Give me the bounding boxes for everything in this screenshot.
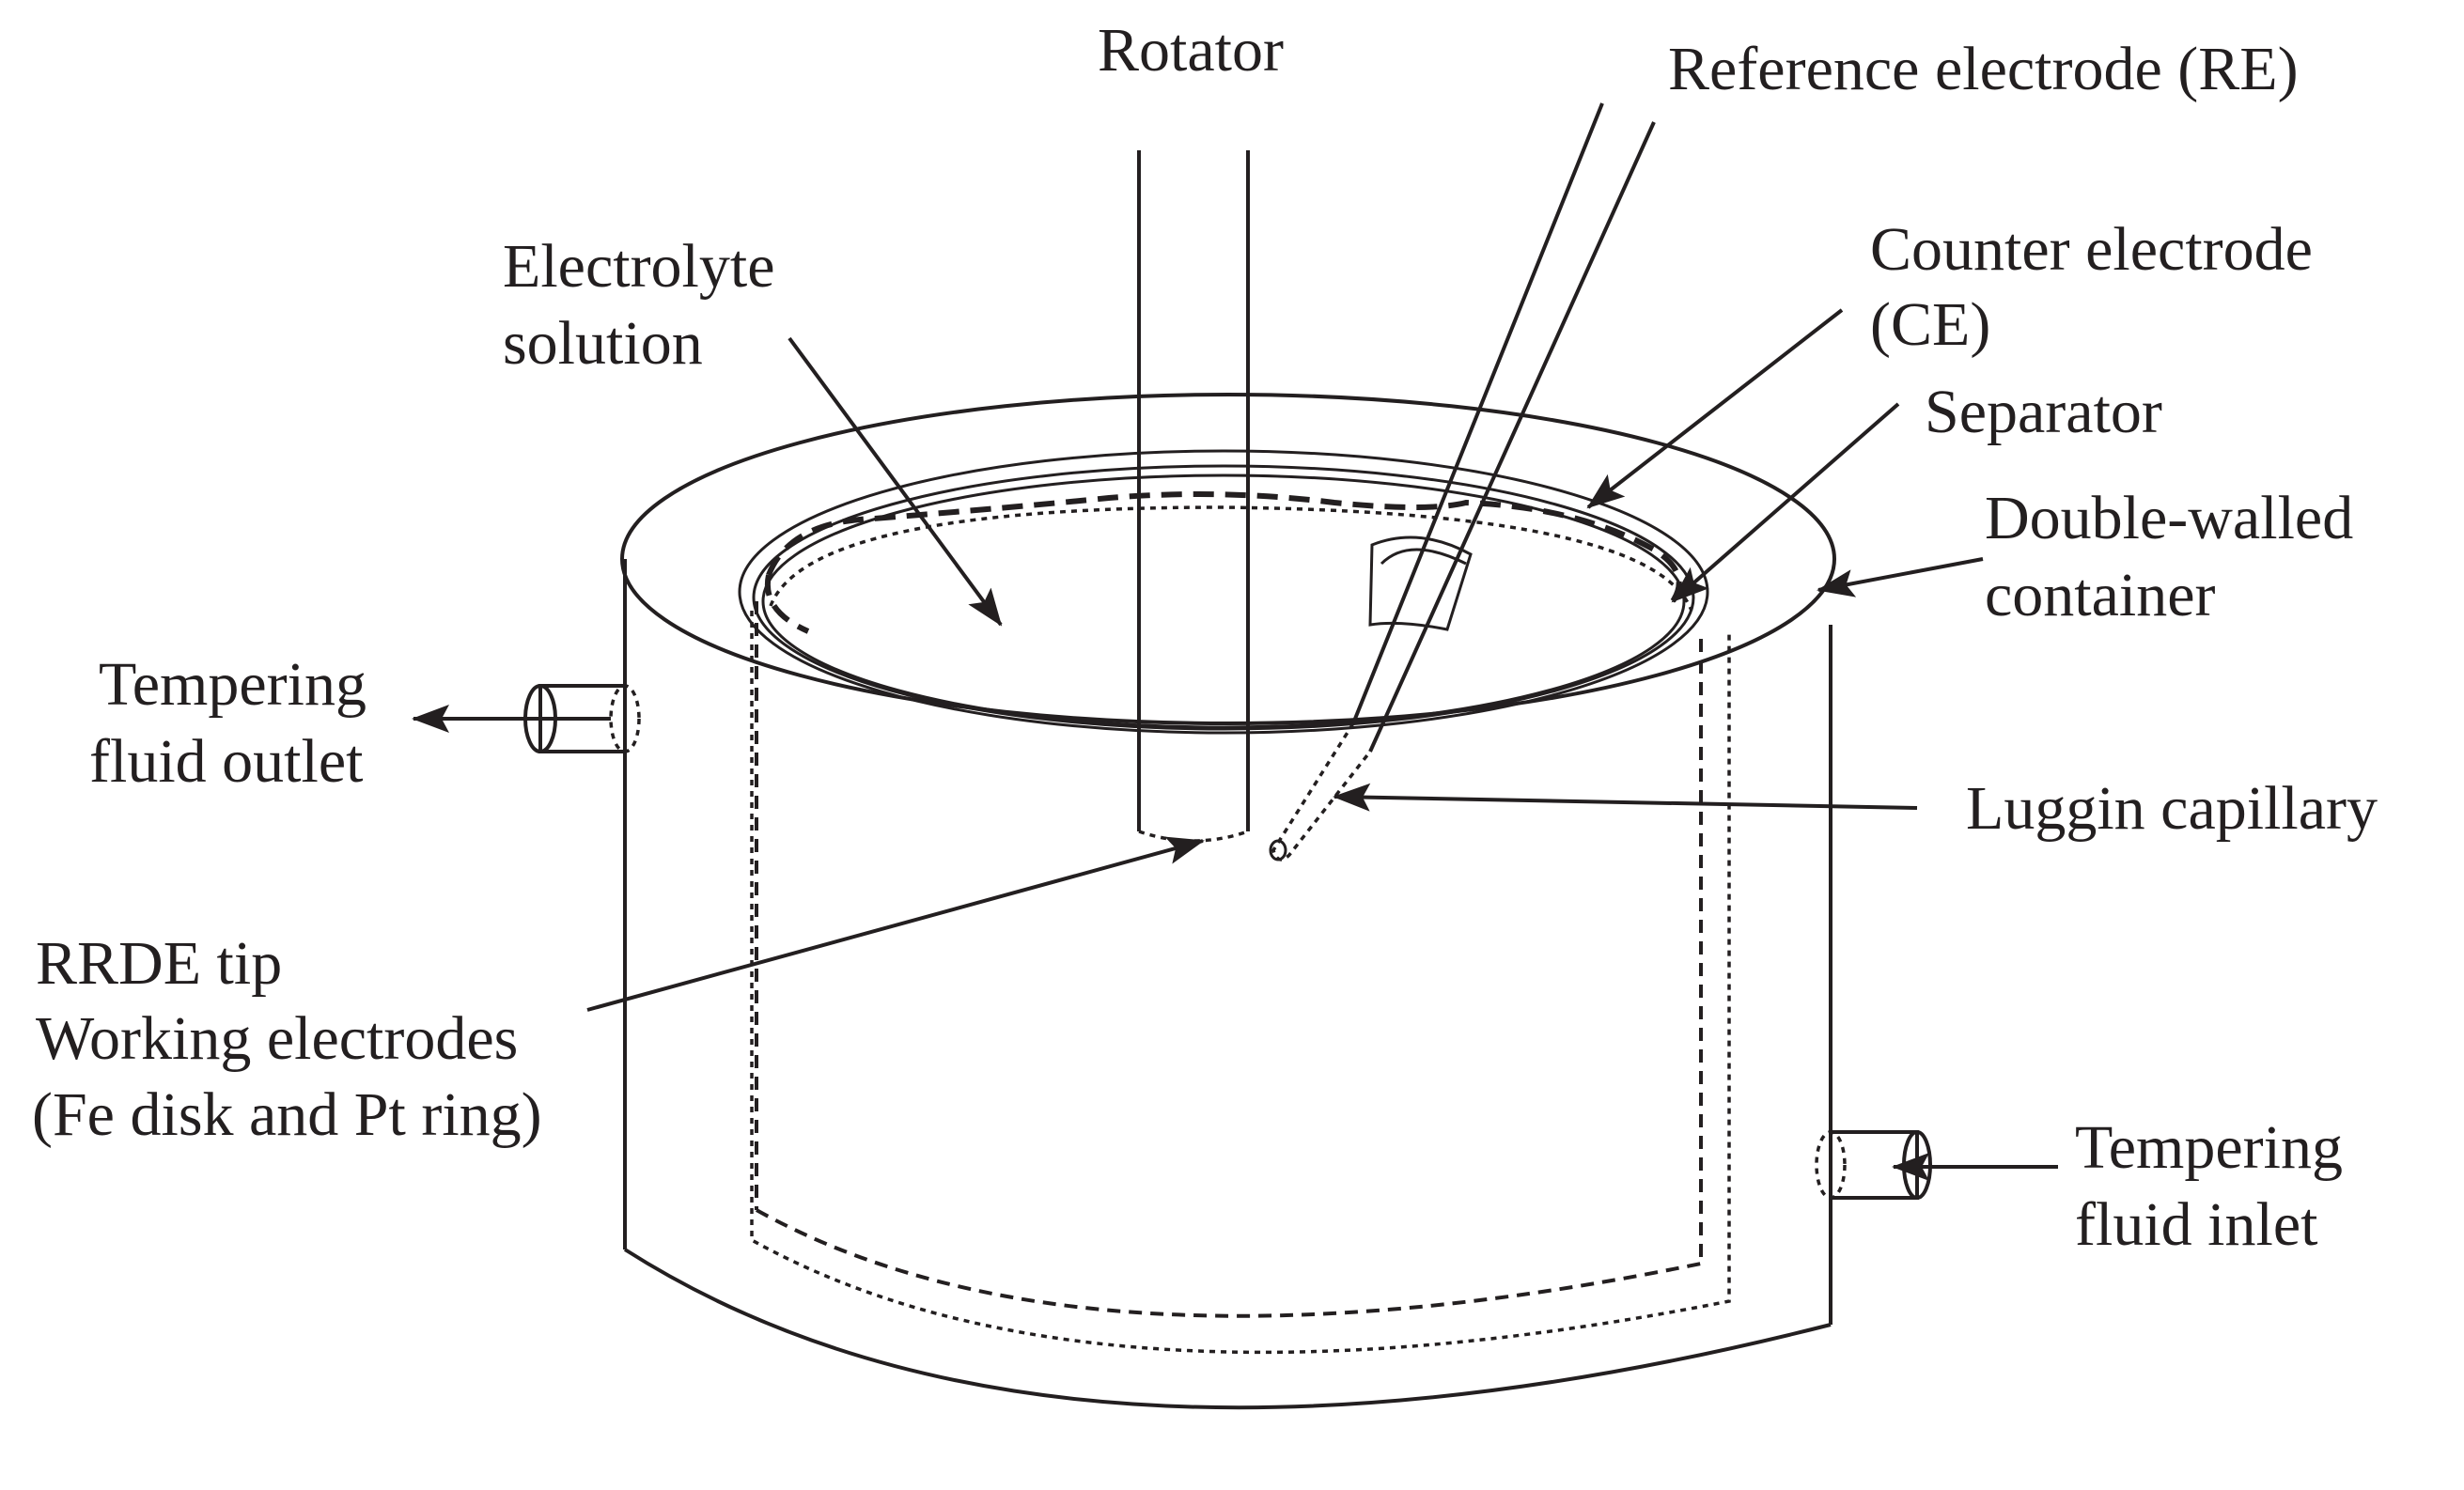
double-walled-container [620,393,1836,1410]
label-counter-electrode-2: (CE) [1870,290,1990,359]
label-separator: Separator [1925,378,2162,446]
luggin-capillary [1269,722,1372,861]
label-double-walled-2: container [1985,561,2216,629]
label-tempering-inlet-1: Tempering [2075,1113,2343,1182]
rotator-shaft [1137,150,1250,843]
reference-electrode [1351,102,1656,753]
label-electrolyte-1: Electrolyte [503,232,775,301]
label-tempering-outlet-1: Tempering [99,650,366,719]
label-rrde-1: RRDE tip [36,929,282,998]
separator-dotted-ring [769,505,1693,612]
pointer-arrows [412,308,2058,1181]
inner-rims [738,449,1709,735]
label-rrde-3: (Fe disk and Pt ring) [32,1080,542,1149]
label-luggin-capillary: Luggin capillary [1966,774,2378,843]
label-counter-electrode-1: Counter electrode [1870,215,2313,284]
label-reference-electrode: Reference electrode (RE) [1668,35,2299,103]
label-rrde-2: Working electrodes [36,1004,518,1073]
label-rotator: Rotator [1098,16,1284,85]
label-double-walled-1: Double-walled [1985,484,2353,552]
label-tempering-inlet-2: fluid inlet [2075,1190,2317,1259]
counter-electrode-ring-left [764,574,810,634]
label-electrolyte-2: solution [503,309,703,378]
separator-dotted-wall [750,611,1731,1355]
label-tempering-outlet-2: fluid outlet [89,727,363,796]
inner-wall-dashed [755,601,1703,1318]
counter-electrode-ring [766,491,1682,603]
